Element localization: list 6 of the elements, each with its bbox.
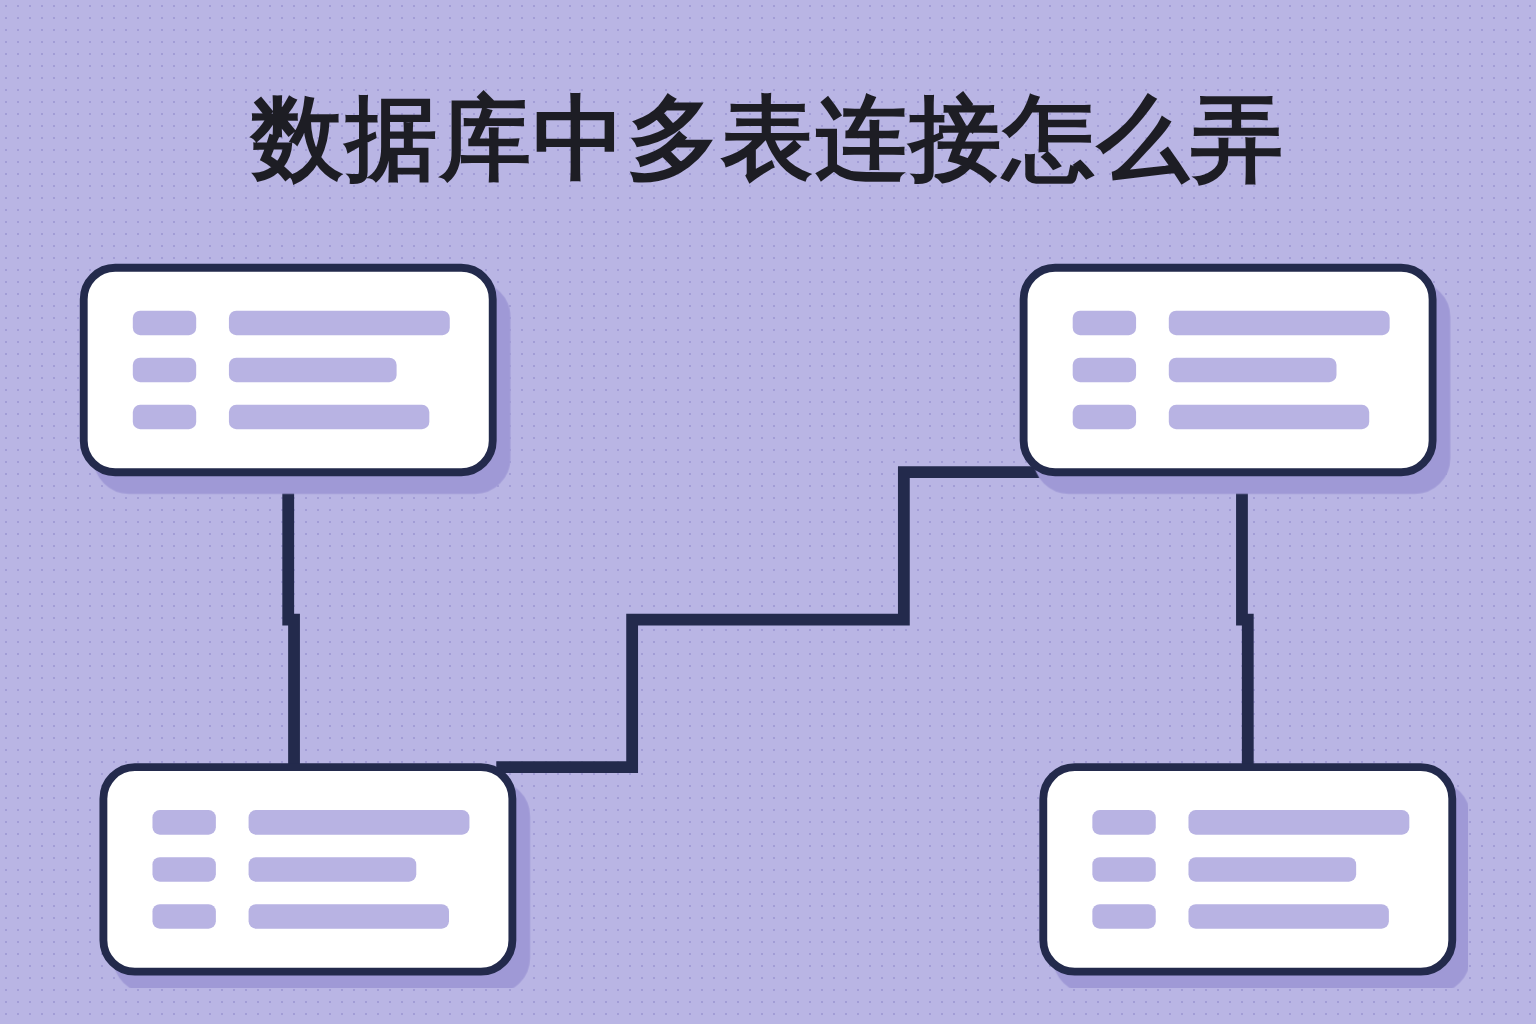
node-box <box>79 264 497 477</box>
node-box <box>1039 763 1457 976</box>
node-box <box>99 763 517 976</box>
node-box <box>1019 264 1437 477</box>
connector <box>496 466 1040 774</box>
title: 数据库中多表连接怎么弄 <box>251 84 1285 190</box>
